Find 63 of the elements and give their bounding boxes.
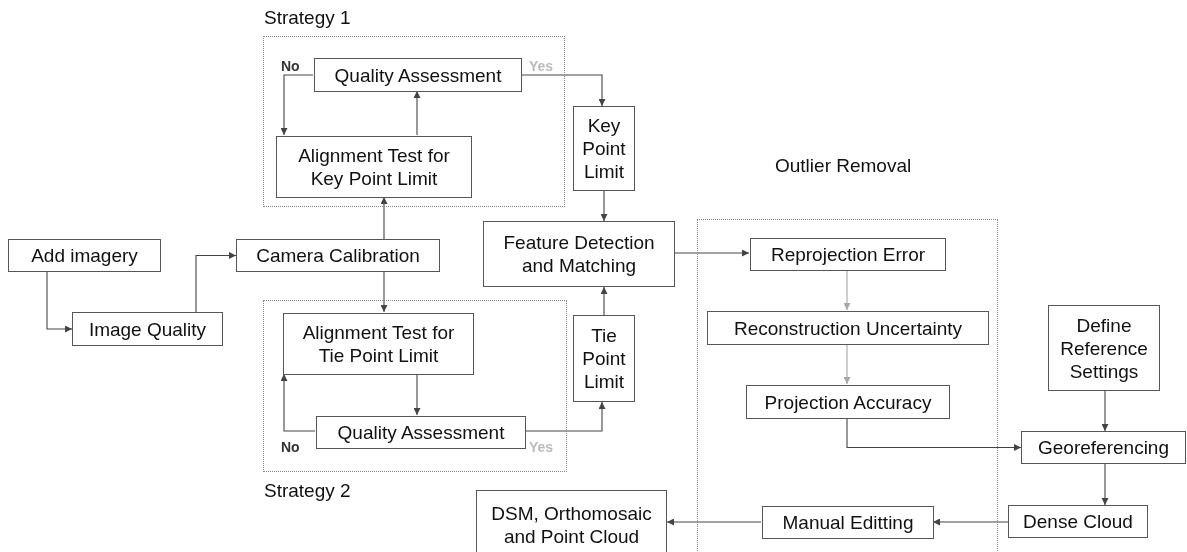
box-label: Feature Detection and Matching: [502, 231, 656, 277]
group-title: Outlier Removal: [775, 154, 912, 177]
box-label: DSM, Orthomosaic and Point Cloud: [490, 502, 653, 548]
arrow: [280, 373, 316, 432]
arrow: [413, 90, 421, 136]
box-label: Reprojection Error: [770, 243, 926, 266]
arrow: [195, 252, 237, 313]
process-box: [476, 490, 667, 552]
box-label: Georeferencing: [1038, 436, 1169, 459]
process-box: [573, 315, 635, 402]
process-box: [8, 239, 161, 272]
box-label: Quality Assessment: [334, 63, 502, 87]
arrow: [520, 74, 606, 107]
box-label: Image Quality: [88, 317, 207, 341]
box-label: Alignment Test for Key Point Limit: [297, 144, 451, 190]
arrow: [666, 518, 762, 526]
arrow: [932, 518, 1009, 526]
process-box: [573, 106, 635, 191]
box-label: Reconstruction Uncertainty: [733, 316, 963, 340]
process-box: [707, 311, 989, 345]
process-box: [236, 239, 440, 272]
arrow: [524, 401, 606, 432]
arrow: [1101, 390, 1109, 432]
process-box: [276, 136, 472, 198]
process-box: [1008, 505, 1148, 538]
arrow: [843, 343, 851, 385]
process-box: [72, 312, 223, 346]
process-box: [746, 385, 950, 419]
edge-label: Yes: [528, 439, 555, 455]
arrow: [843, 269, 851, 311]
box-label: Manual Editting: [782, 511, 914, 534]
group-title: Strategy 2: [264, 479, 351, 502]
arrow: [380, 196, 388, 240]
edge-label: No: [280, 58, 301, 74]
edge-label: Yes: [528, 58, 555, 74]
process-box: [1021, 431, 1186, 464]
arrow: [600, 286, 608, 316]
process-box: [283, 313, 474, 375]
arrow: [280, 74, 314, 136]
process-box: [483, 221, 675, 287]
process-box: [1048, 305, 1160, 391]
edge-label: No: [280, 439, 301, 455]
arrow: [846, 417, 1022, 451]
process-box: [314, 58, 522, 92]
box-label: Alignment Test for Tie Point Limit: [301, 321, 456, 367]
process-box: [316, 416, 526, 449]
arrow: [46, 271, 73, 333]
arrow: [413, 373, 421, 416]
box-label: Define Reference Settings: [1059, 313, 1149, 383]
process-box: [750, 238, 946, 271]
box-label: Key Point Limit: [581, 114, 627, 183]
arrow: [600, 190, 608, 222]
box-label: Projection Accuracy: [764, 390, 932, 414]
box-label: Add imagery: [31, 244, 138, 267]
arrow: [674, 249, 750, 257]
arrow: [1101, 463, 1109, 506]
arrow: [380, 271, 388, 313]
box-label: Dense Cloud: [1023, 510, 1133, 533]
box-label: Camera Calibration: [256, 244, 420, 267]
box-label: Tie Point Limit: [581, 324, 627, 393]
process-box: [762, 506, 934, 539]
group-title: Strategy 1: [264, 6, 351, 29]
box-label: Quality Assessment: [337, 421, 505, 444]
